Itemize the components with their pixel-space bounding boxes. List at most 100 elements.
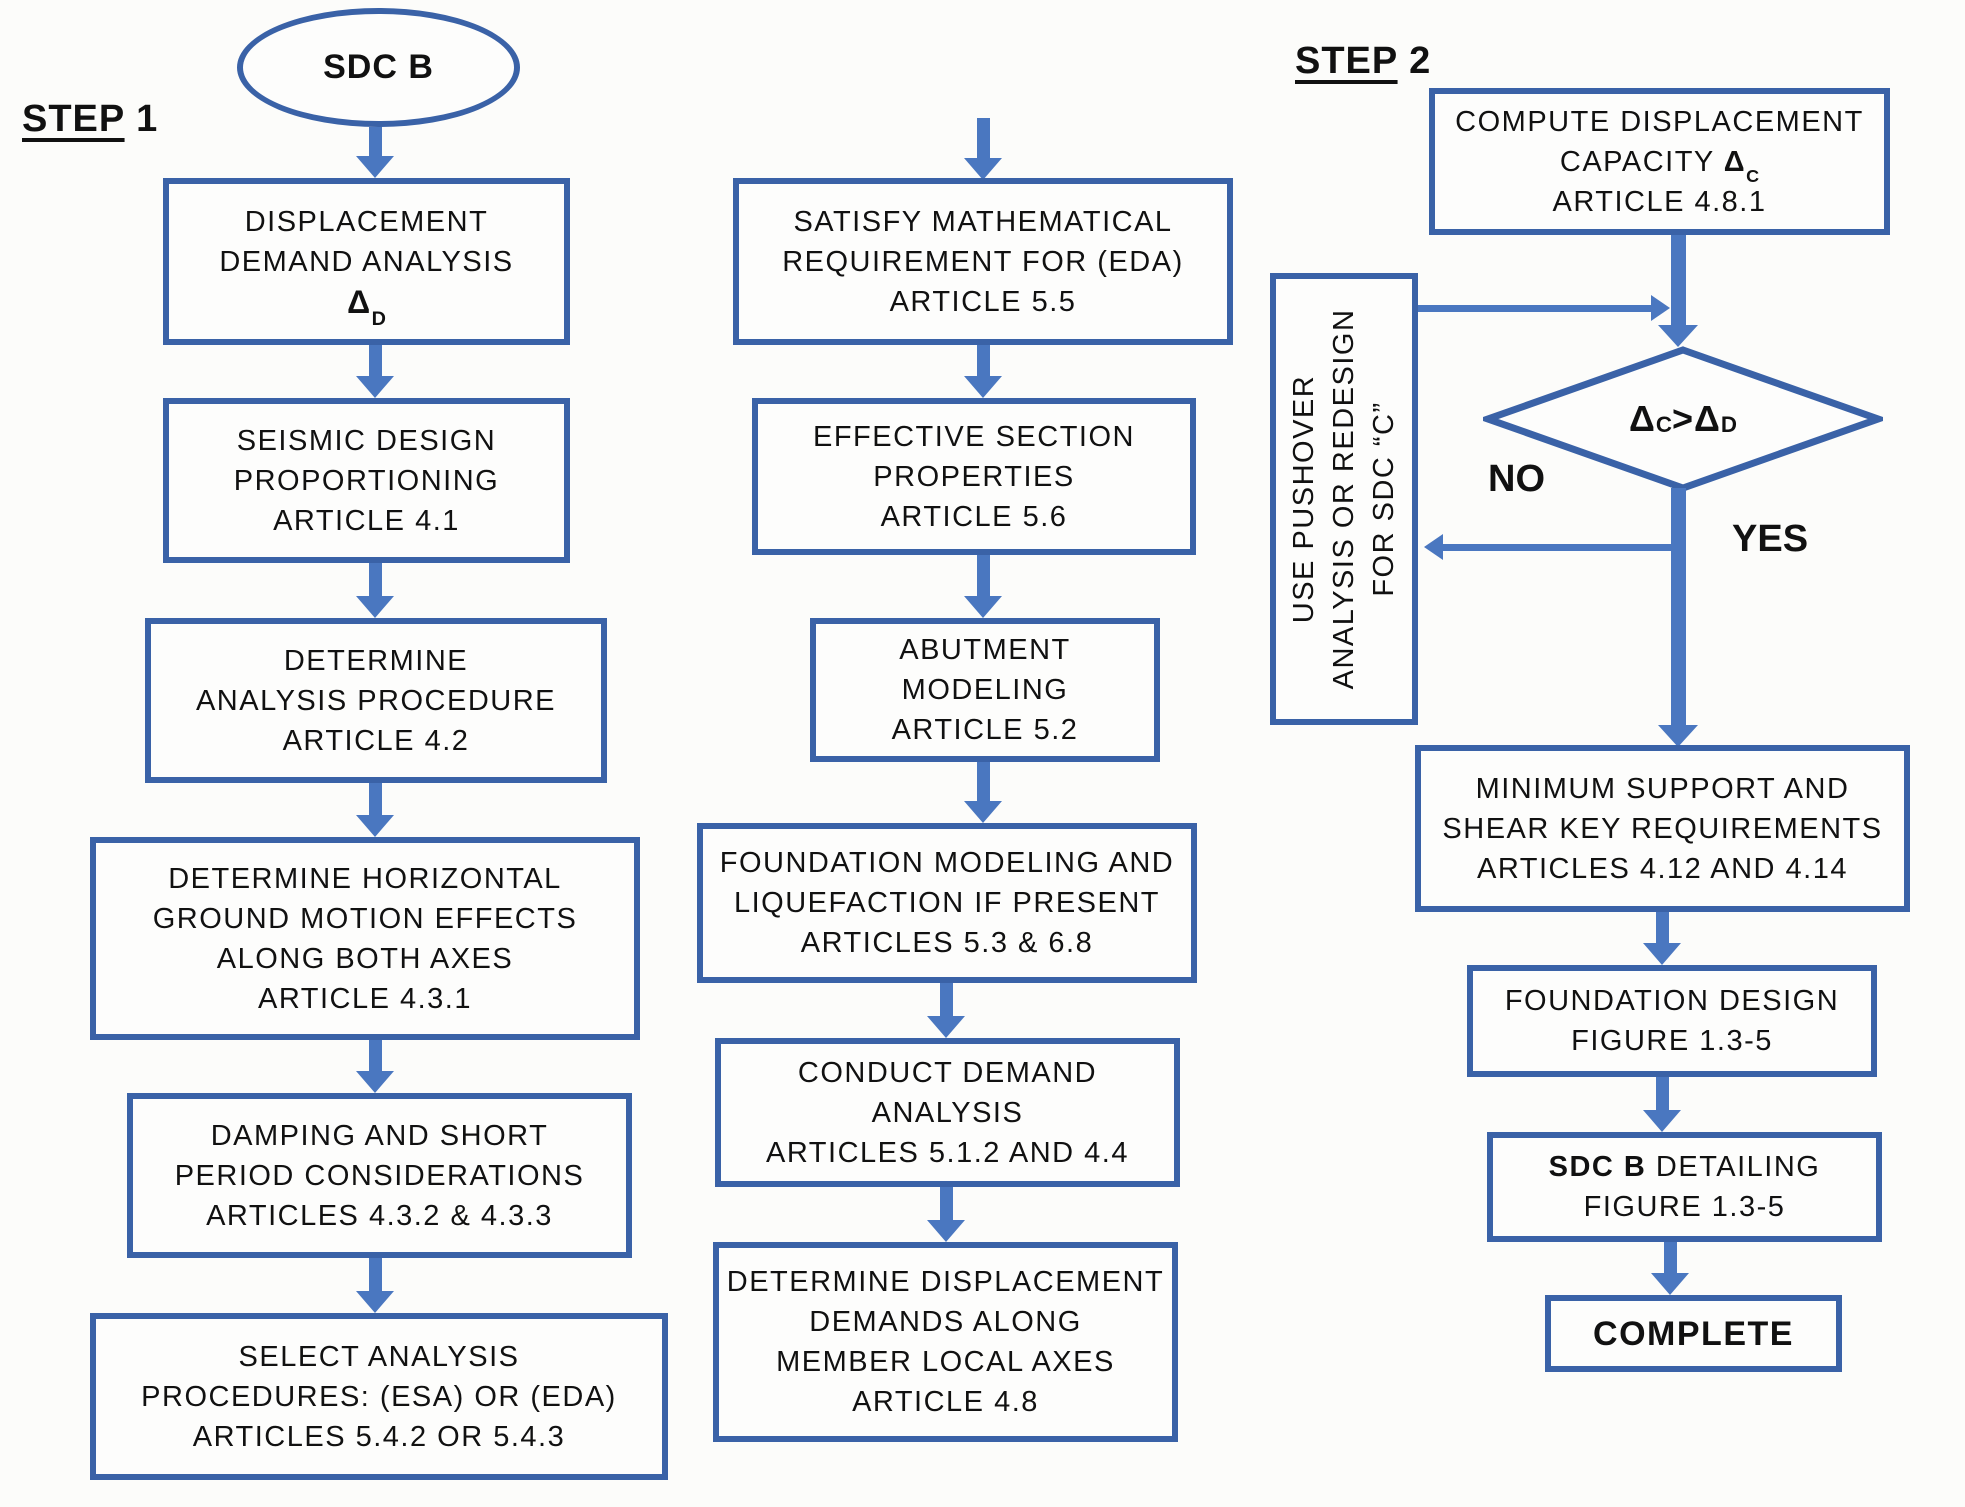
delta-d-symbol: ΔD — [347, 282, 386, 330]
box-line: FIGURE 1.3-5 — [1583, 1191, 1786, 1223]
box-line: DISPLACEMENT — [244, 205, 489, 238]
box-line: PROCEDURES: (ESA) OR (EDA) — [141, 1380, 617, 1413]
box-foundation-modeling-liquefaction: FOUNDATION MODELING AND LIQUEFACTION IF … — [697, 823, 1197, 983]
box-line: SATISFY MATHEMATICAL — [793, 205, 1173, 238]
box-line: ANALYSIS OR REDESIGN — [1328, 308, 1360, 690]
box-line: DETERMINE DISPLACEMENT — [726, 1266, 1165, 1298]
box-line: ARTICLE 4.8.1 — [1552, 185, 1767, 218]
box-conduct-demand-analysis: CONDUCT DEMAND ANALYSIS ARTICLES 5.1.2 A… — [715, 1038, 1180, 1187]
arrow-to-determine-displacement-demands — [927, 1187, 965, 1242]
box-line: REQUIREMENT FOR (EDA) — [782, 245, 1184, 278]
box-line: LIQUEFACTION IF PRESENT — [733, 887, 1161, 919]
box-line: ARTICLE 5.5 — [889, 285, 1077, 318]
box-effective-section-properties: EFFECTIVE SECTION PROPERTIES ARTICLE 5.6 — [752, 398, 1196, 555]
box-line: MINIMUM SUPPORT AND — [1475, 772, 1850, 805]
arrow-to-abutment-modeling — [964, 555, 1002, 618]
box-line: FIGURE 1.3-5 — [1571, 1025, 1773, 1057]
box-line: ARTICLES 4.3.2 & 4.3.3 — [206, 1199, 553, 1232]
step2-number: 2 — [1409, 40, 1432, 82]
box-line: ARTICLE 4.2 — [282, 724, 470, 757]
arrow-to-conduct-demand-analysis — [927, 983, 965, 1038]
box-line: SHEAR KEY REQUIREMENTS — [1442, 812, 1883, 845]
start-terminator-sdc-b: SDC B — [237, 8, 520, 127]
box-satisfy-mathematical-requirement: SATISFY MATHEMATICAL REQUIREMENT FOR (ED… — [733, 178, 1233, 345]
box-line: ARTICLE 5.2 — [891, 714, 1079, 746]
box-complete: COMPLETE — [1545, 1295, 1842, 1372]
delta-subscript: D — [371, 308, 386, 331]
box-line: ARTICLE 4.1 — [273, 504, 460, 537]
box-line: ARTICLE 4.3.1 — [257, 982, 472, 1015]
box-line: MEMBER LOCAL AXES — [776, 1346, 1115, 1378]
box-line: USE PUSHOVER — [1288, 374, 1320, 624]
capacity-prefix: CAPACITY — [1559, 145, 1724, 178]
arrow-into-satisfy-mathematical — [964, 118, 1002, 180]
box-line: COMPUTE DISPLACEMENT — [1455, 105, 1864, 138]
step1-number: 1 — [136, 98, 159, 140]
box-seismic-design-proportioning: SEISMIC DESIGN PROPORTIONING ARTICLE 4.1 — [163, 398, 570, 563]
arrow-pushover-reentry — [1418, 295, 1670, 321]
box-line: FOUNDATION MODELING AND — [719, 847, 1175, 879]
arrow-to-sdc-b-detailing — [1643, 1077, 1681, 1132]
start-label: SDC B — [323, 48, 434, 86]
box-use-pushover-redesign: USE PUSHOVER ANALYSIS OR REDESIGN FOR SD… — [1270, 273, 1418, 725]
box-determine-displacement-demands: DETERMINE DISPLACEMENT DEMANDS ALONG MEM… — [713, 1242, 1178, 1442]
box-line: ARTICLE 5.6 — [880, 500, 1068, 533]
box-determine-analysis-procedure: DETERMINE ANALYSIS PROCEDURE ARTICLE 4.2 — [145, 618, 607, 783]
box-line-detailing: SDC B DETAILING — [1549, 1147, 1821, 1187]
arrow-yes-to-min-support — [1658, 488, 1698, 747]
box-line: ALONG BOTH AXES — [216, 942, 514, 975]
delta-glyph: Δ — [1628, 398, 1656, 439]
box-line: PROPERTIES — [873, 460, 1075, 493]
delta-glyph: Δ — [1694, 398, 1721, 439]
step2-word: STEP — [1295, 40, 1398, 82]
delta-glyph: Δ — [347, 283, 372, 320]
arrow-to-damping-short-period — [356, 1040, 394, 1093]
box-displacement-demand-analysis: DISPLACEMENT DEMAND ANALYSIS ΔD — [163, 178, 570, 345]
arrow-oval-to-displacement-demand — [356, 127, 394, 178]
box-horizontal-ground-motion-effects: DETERMINE HORIZONTAL GROUND MOTION EFFEC… — [90, 837, 640, 1040]
box-line: ARTICLES 5.1.2 AND 4.4 — [766, 1136, 1129, 1169]
box-line: DEMAND ANALYSIS — [219, 245, 514, 278]
arrow-to-horizontal-ground-motion — [356, 783, 394, 837]
box-line: ABUTMENT — [899, 634, 1071, 666]
arrow-to-foundation-modeling — [964, 762, 1002, 823]
box-line: ARTICLES 4.12 AND 4.14 — [1477, 852, 1848, 885]
no-branch-label: NO — [1488, 458, 1545, 500]
step2-label: STEP 2 — [1295, 40, 1431, 83]
box-line: FOUNDATION DESIGN — [1504, 985, 1840, 1017]
arrow-to-complete — [1651, 1242, 1689, 1295]
arrow-to-determine-analysis-procedure — [356, 563, 394, 618]
box-line: ARTICLES 5.3 & 6.8 — [800, 927, 1094, 959]
box-line: COMPLETE — [1593, 1314, 1794, 1353]
box-foundation-design: FOUNDATION DESIGN FIGURE 1.3-5 — [1467, 965, 1877, 1077]
arrow-to-effective-section-properties — [964, 345, 1002, 398]
box-line: GROUND MOTION EFFECTS — [152, 902, 578, 935]
box-line: SELECT ANALYSIS — [238, 1340, 520, 1373]
detailing-rest: DETAILING — [1646, 1151, 1821, 1183]
box-line: FOR SDC “C” — [1368, 401, 1400, 597]
box-abutment-modeling: ABUTMENT MODELING ARTICLE 5.2 — [810, 618, 1160, 762]
arrow-no-branch-to-pushover — [1424, 534, 1678, 560]
yes-branch-label: YES — [1732, 518, 1809, 560]
box-line: DEMANDS ALONG — [809, 1306, 1082, 1338]
box-line: PROPORTIONING — [233, 464, 500, 497]
delta-glyph: Δ — [1723, 145, 1747, 178]
box-line: SEISMIC DESIGN — [236, 424, 497, 457]
box-line: ANALYSIS PROCEDURE — [195, 684, 557, 717]
box-compute-displacement-capacity: COMPUTE DISPLACEMENT CAPACITY ΔC ARTICLE… — [1429, 88, 1890, 235]
box-line-capacity-delta: CAPACITY ΔC — [1559, 142, 1759, 186]
arrow-to-foundation-design — [1643, 912, 1681, 965]
box-line: ARTICLE 4.8 — [852, 1386, 1039, 1418]
sdc-b-bold: SDC B — [1548, 1151, 1647, 1183]
arrow-to-select-analysis-procedures — [356, 1258, 394, 1313]
box-line: ARTICLES 5.4.2 OR 5.4.3 — [192, 1420, 566, 1453]
step1-word: STEP — [22, 98, 125, 140]
arrow-compute-to-decision — [1658, 235, 1698, 347]
box-line: MODELING — [901, 674, 1069, 706]
box-line: ANALYSIS — [871, 1096, 1024, 1129]
box-line: DETERMINE — [283, 644, 469, 677]
step1-label: STEP 1 — [22, 98, 158, 141]
box-line: DETERMINE HORIZONTAL — [168, 862, 562, 895]
